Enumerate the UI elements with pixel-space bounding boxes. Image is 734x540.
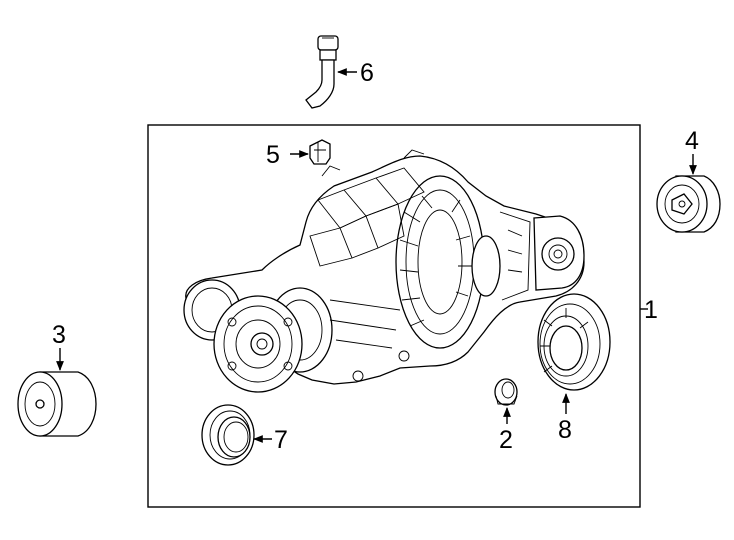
callout-3: 3: [52, 321, 66, 349]
callout-1: 1: [644, 296, 658, 324]
cover-seal-icon[interactable]: [537, 293, 611, 391]
bushing-icon[interactable]: [17, 371, 97, 437]
mount-bushing-icon[interactable]: [656, 175, 721, 233]
callout-7: 7: [274, 426, 288, 454]
vent-tube-icon[interactable]: [305, 35, 339, 109]
assembly-box: [147, 124, 641, 508]
callout-6: 6: [360, 59, 374, 87]
callout-8: 8: [558, 416, 572, 444]
plug-icon[interactable]: [494, 378, 518, 406]
clip-icon[interactable]: [309, 139, 331, 165]
differential-assembly-icon[interactable]: [183, 149, 585, 393]
callout-4: 4: [685, 127, 699, 155]
callout-2: 2: [499, 426, 513, 454]
callout-5: 5: [266, 141, 280, 169]
seal-icon[interactable]: [201, 404, 255, 466]
